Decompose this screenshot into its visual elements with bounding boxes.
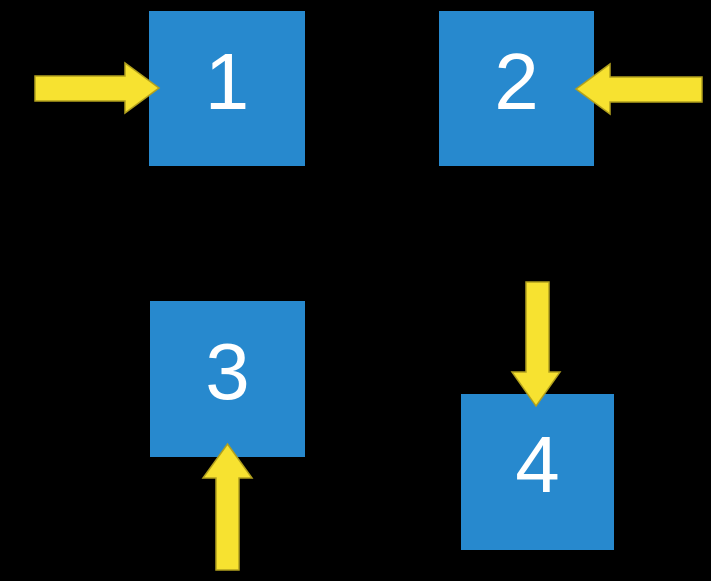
box-4[interactable]: 4 (461, 394, 614, 550)
arrow-down-shape (510, 281, 562, 408)
arrow-left-shape (574, 62, 703, 116)
box-4-label: 4 (515, 420, 560, 509)
box-1[interactable]: 1 (149, 11, 305, 166)
arrow-right-icon[interactable] (34, 61, 161, 115)
box-3-label: 3 (205, 327, 250, 416)
box-1-label: 1 (204, 36, 250, 126)
box-2[interactable]: 2 (439, 11, 594, 166)
arrow-up-shape (201, 442, 254, 571)
arrow-left-icon[interactable] (574, 62, 703, 116)
box-2-label: 2 (494, 36, 539, 126)
box-3[interactable]: 3 (150, 301, 305, 457)
arrow-down-icon[interactable] (510, 281, 562, 408)
arrow-right-shape (34, 61, 161, 115)
arrow-up-icon[interactable] (201, 442, 254, 571)
